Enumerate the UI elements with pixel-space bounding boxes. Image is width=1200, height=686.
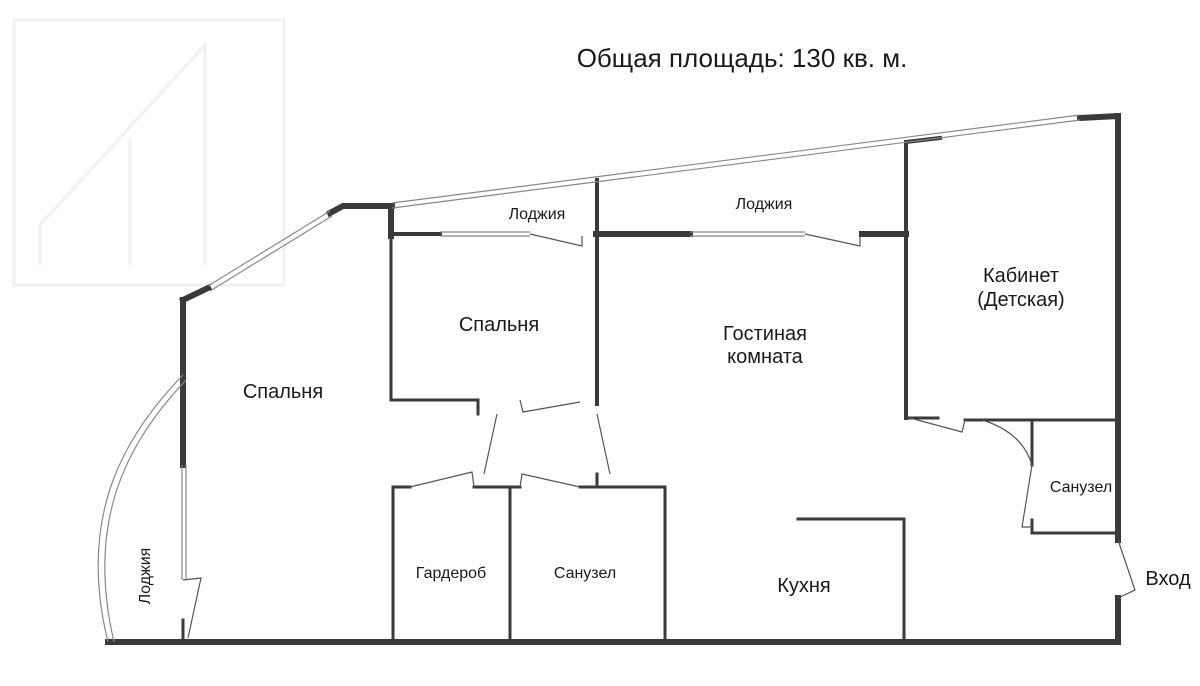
label-bathroom-center: Санузел bbox=[554, 565, 616, 582]
label-bedroom-center: Спальня bbox=[459, 314, 539, 336]
wall-loggia-top-left bbox=[325, 203, 395, 218]
label-study-line2: (Детская) bbox=[977, 289, 1064, 311]
label-loggia-top-right: Лоджия bbox=[736, 196, 793, 213]
label-kitchen: Кухня bbox=[777, 575, 831, 597]
label-wardrobe: Гардероб bbox=[416, 565, 486, 582]
label-living-line2: комната bbox=[727, 346, 804, 368]
page-title: Общая площадь: 130 кв. м. bbox=[577, 43, 908, 73]
label-study-line1: Кабинет bbox=[983, 265, 1059, 287]
wall-kitchen bbox=[796, 517, 906, 644]
label-entrance: Вход bbox=[1145, 568, 1191, 590]
label-loggia-top-left: Лоджия bbox=[509, 206, 566, 223]
label-loggia-left: Лоджия bbox=[137, 548, 154, 605]
wall-top-right bbox=[1076, 112, 1122, 122]
walls bbox=[105, 112, 1122, 645]
label-bedroom-left: Спальня bbox=[243, 381, 323, 403]
label-bathroom-right: Санузел bbox=[1050, 479, 1112, 496]
windows bbox=[97, 114, 1081, 643]
wall-left-top-corner bbox=[178, 283, 213, 305]
doors bbox=[182, 233, 1136, 639]
label-living-line1: Гостиная bbox=[723, 323, 807, 345]
watermark-logo bbox=[12, 18, 286, 287]
